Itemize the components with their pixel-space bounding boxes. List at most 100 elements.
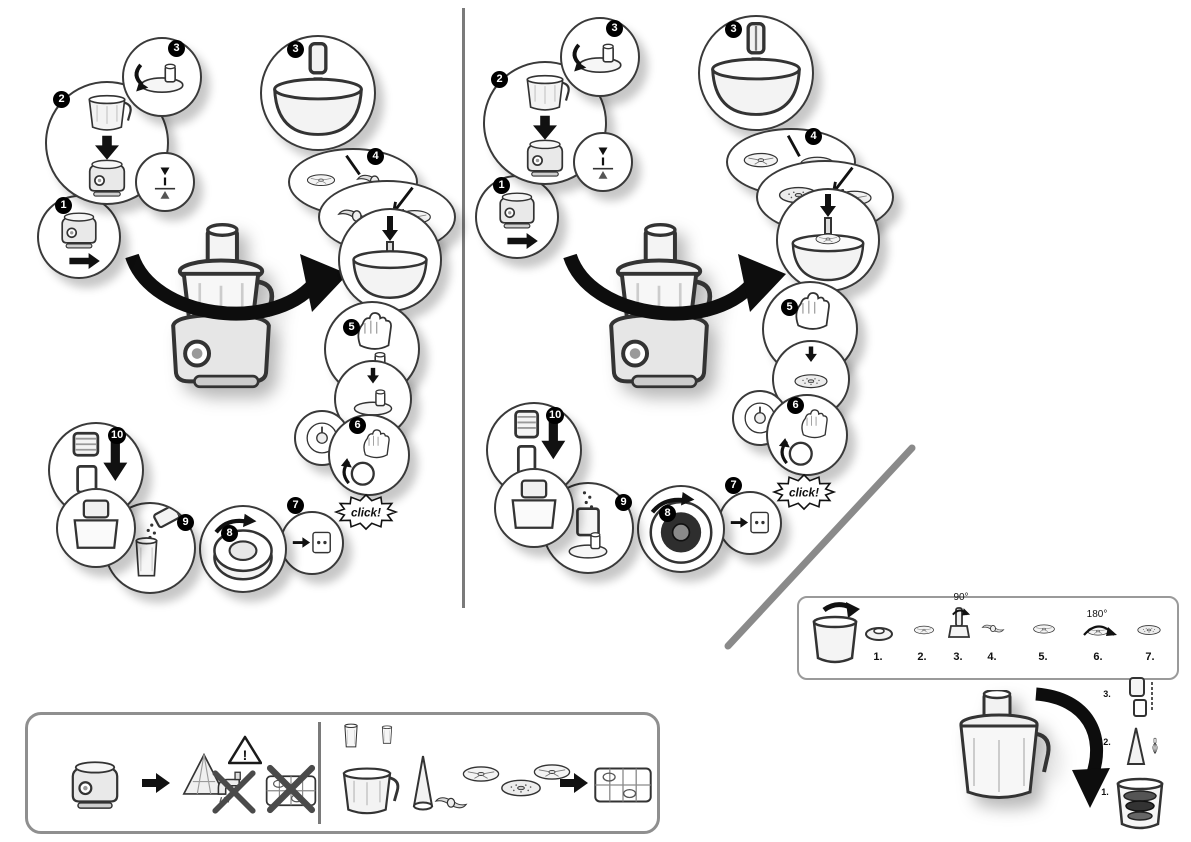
- right-step-disc-into-bowl: [776, 188, 880, 292]
- step-badge: 5: [343, 319, 360, 336]
- left-step-plug-in: [280, 511, 344, 575]
- step-badge: 1: [493, 177, 510, 194]
- step-badge: 7: [287, 497, 304, 514]
- step-badge: 6: [787, 397, 804, 414]
- cup-icon: [381, 725, 393, 744]
- step-badge: 8: [221, 525, 238, 542]
- sequence-arrow: [125, 253, 348, 321]
- part-number: 2.: [917, 651, 927, 663]
- diagonal-divider: [724, 444, 916, 650]
- right-step-pusher-insert: [698, 15, 814, 131]
- rotation-90-label: 90°: [953, 592, 969, 603]
- arrow-right-icon: [142, 773, 170, 793]
- storage-discs-in-bowl-icon: [1116, 777, 1164, 830]
- part-1-icon: [865, 627, 893, 641]
- right-step-base-cord: [475, 175, 559, 259]
- no-dishwasher-icon: [265, 760, 317, 818]
- step-badge: 8: [659, 505, 676, 522]
- part-4-icon: [981, 624, 1005, 633]
- step-badge: 4: [367, 148, 384, 165]
- storage-arrow: [1035, 687, 1110, 808]
- click-callout: click!: [333, 493, 399, 531]
- hand-turning-dial-icon: [340, 429, 390, 486]
- parts-order-strip: [797, 596, 1179, 680]
- storage-pusher-parts-icon: [1129, 677, 1153, 717]
- jug-icon: [344, 723, 358, 748]
- left-step-attach-twist: [199, 505, 287, 593]
- part-number: 7.: [1145, 651, 1155, 663]
- click-callout: click!: [771, 473, 837, 511]
- part-7-icon: [1137, 625, 1161, 635]
- hand-turning-dial-icon: [778, 409, 828, 466]
- step-badge: 10: [108, 427, 127, 444]
- right-step-lid-lock: [560, 17, 640, 97]
- rotation-180-label: 180°: [1086, 609, 1108, 620]
- no-rinsing-icon: [208, 766, 260, 818]
- plug-socket-icon: [291, 531, 332, 554]
- discs-icon: [743, 134, 835, 172]
- part-number: 4.: [987, 651, 997, 663]
- storage-tools-icon: [1126, 727, 1158, 765]
- arrow-right-icon: [560, 773, 588, 793]
- step-badge: 5: [781, 299, 798, 316]
- part-2-icon: [914, 625, 934, 635]
- part-number: 3.: [953, 651, 963, 663]
- disc-on-shaft-icon: [791, 194, 865, 282]
- strip-bowl-icon: [812, 602, 860, 664]
- filling-feed-tube-icon: [568, 491, 608, 560]
- click-label: click!: [789, 486, 819, 499]
- left-step-turn-dial: [328, 414, 410, 496]
- blade-shaft-into-bowl-icon: [352, 216, 428, 300]
- storage-number: 2.: [1103, 737, 1111, 747]
- warning-triangle-icon: !: [228, 735, 262, 765]
- left-step-base-cord: [37, 195, 121, 279]
- cap-seated-icon: [73, 499, 119, 549]
- step-badge: 3: [725, 21, 742, 38]
- left-step-lid-lock: [122, 37, 202, 117]
- part-3-icon: [948, 607, 970, 638]
- bowl-on-base-icon: [87, 94, 133, 198]
- right-step-attach-twist: [637, 485, 725, 573]
- step-badge: 4: [805, 128, 822, 145]
- rotate-90-arrow-icon: [952, 608, 971, 616]
- step-badge: 2: [491, 71, 508, 88]
- base-unit-icon: [499, 192, 538, 249]
- step-badge: 3: [606, 20, 623, 37]
- left-step-pusher-insert: [260, 35, 376, 151]
- right-step-turn-dial: [766, 394, 848, 476]
- pusher-into-bowl-icon: [273, 42, 363, 136]
- storage-number: 1.: [1101, 787, 1109, 797]
- part-number: 6.: [1093, 651, 1103, 663]
- right-step-pusher-seated: [494, 468, 574, 548]
- step-badge: 3: [287, 41, 304, 58]
- arrow-down-icon: [95, 135, 119, 160]
- base-unit-icon: [71, 761, 119, 810]
- step-badge: 2: [53, 91, 70, 108]
- step-badge: 1: [55, 197, 72, 214]
- step-badge: 6: [349, 417, 366, 434]
- part-5-icon: [1033, 624, 1055, 634]
- pusher-with-tool-icon: [711, 22, 801, 116]
- arrow-right-icon: [507, 233, 538, 249]
- panel-divider: [462, 8, 465, 608]
- warning-exclamation: !: [243, 747, 248, 763]
- bowl-icon: [342, 767, 400, 815]
- pusher-into-tube-icon: [514, 409, 566, 476]
- storage-bowl-icon: [959, 690, 1051, 799]
- pusher-cone-icon: [412, 755, 434, 811]
- part-number: 1.: [873, 651, 883, 663]
- plug-socket-icon: [729, 511, 770, 534]
- care-panel-divider: [318, 722, 321, 824]
- pusher-seated-icon: [511, 479, 557, 529]
- step-badge: 3: [168, 40, 185, 57]
- disc-and-blade-parts-icon: [306, 154, 393, 188]
- alignment-marks-icon: [592, 147, 614, 179]
- storage-number: 3.: [1103, 689, 1111, 699]
- sequence-arrow: [563, 253, 786, 321]
- base-unit-icon: [61, 212, 100, 269]
- lid-lock-icon: [134, 63, 184, 94]
- step-badge: 10: [546, 407, 565, 424]
- step-badge: 7: [725, 477, 742, 494]
- arrow-right-icon: [69, 253, 100, 269]
